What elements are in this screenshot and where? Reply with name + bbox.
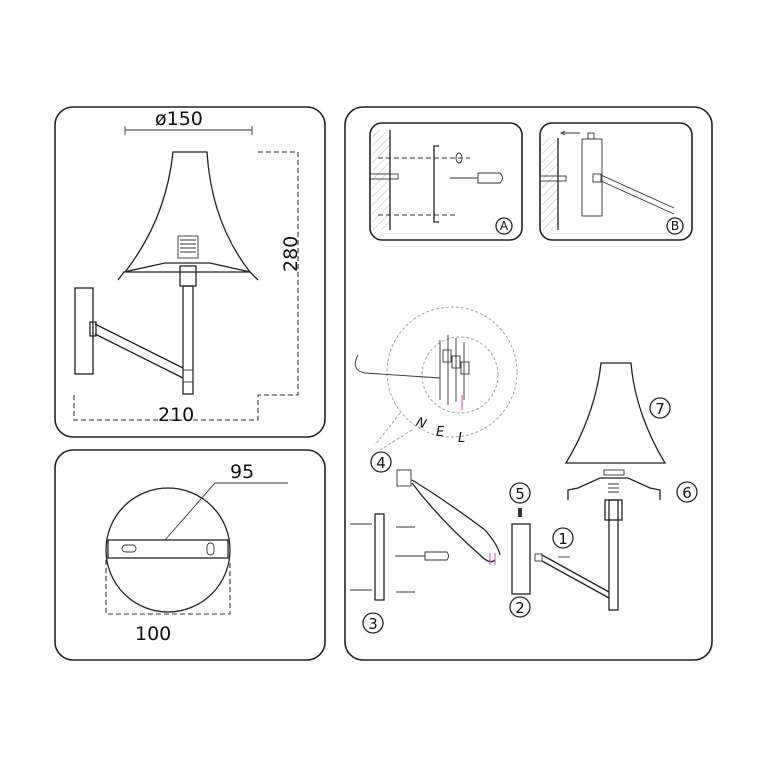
wire-label-e: E xyxy=(436,425,445,440)
mounting-bracket xyxy=(107,539,229,559)
wiring-detail: N E L xyxy=(354,306,518,451)
base-diameter-label: 100 xyxy=(135,623,171,645)
part-2-and-5: 5 2 xyxy=(509,482,531,618)
wire-label-l: L xyxy=(458,431,465,446)
projection-label: 210 xyxy=(158,404,194,426)
part-number-7: 7 xyxy=(655,400,665,418)
lamp-exploded: 1 6 7 xyxy=(534,362,698,611)
screwdriver-icon xyxy=(395,551,449,561)
step-a-label: A xyxy=(500,219,509,233)
part-number-5: 5 xyxy=(515,485,525,503)
wall-plate xyxy=(511,523,531,595)
installation-panel: A B N E xyxy=(344,106,713,661)
part-number-3: 3 xyxy=(368,615,378,633)
base-panel: 95 100 xyxy=(54,449,326,661)
step-b-box: B xyxy=(539,122,693,241)
step-b-label: B xyxy=(671,219,679,233)
part-number-2: 2 xyxy=(515,599,525,617)
screwdriver-icon xyxy=(450,172,503,184)
dimensions-panel: ø150 280 210 xyxy=(54,106,326,438)
part-4-wires: 4 xyxy=(370,451,501,565)
part-number-6: 6 xyxy=(682,484,692,502)
part-number-4: 4 xyxy=(376,454,386,472)
part-number-1: 1 xyxy=(558,530,568,548)
lamp-shade xyxy=(564,362,667,464)
base-plate-circle xyxy=(105,487,231,613)
step-a-box: A xyxy=(369,122,523,241)
wall-plate xyxy=(74,287,94,375)
mount-width-label: 95 xyxy=(230,461,254,483)
part-3-bracket: 3 xyxy=(350,513,449,634)
height-label: 280 xyxy=(280,236,302,272)
diameter-label: ø150 xyxy=(155,108,203,130)
